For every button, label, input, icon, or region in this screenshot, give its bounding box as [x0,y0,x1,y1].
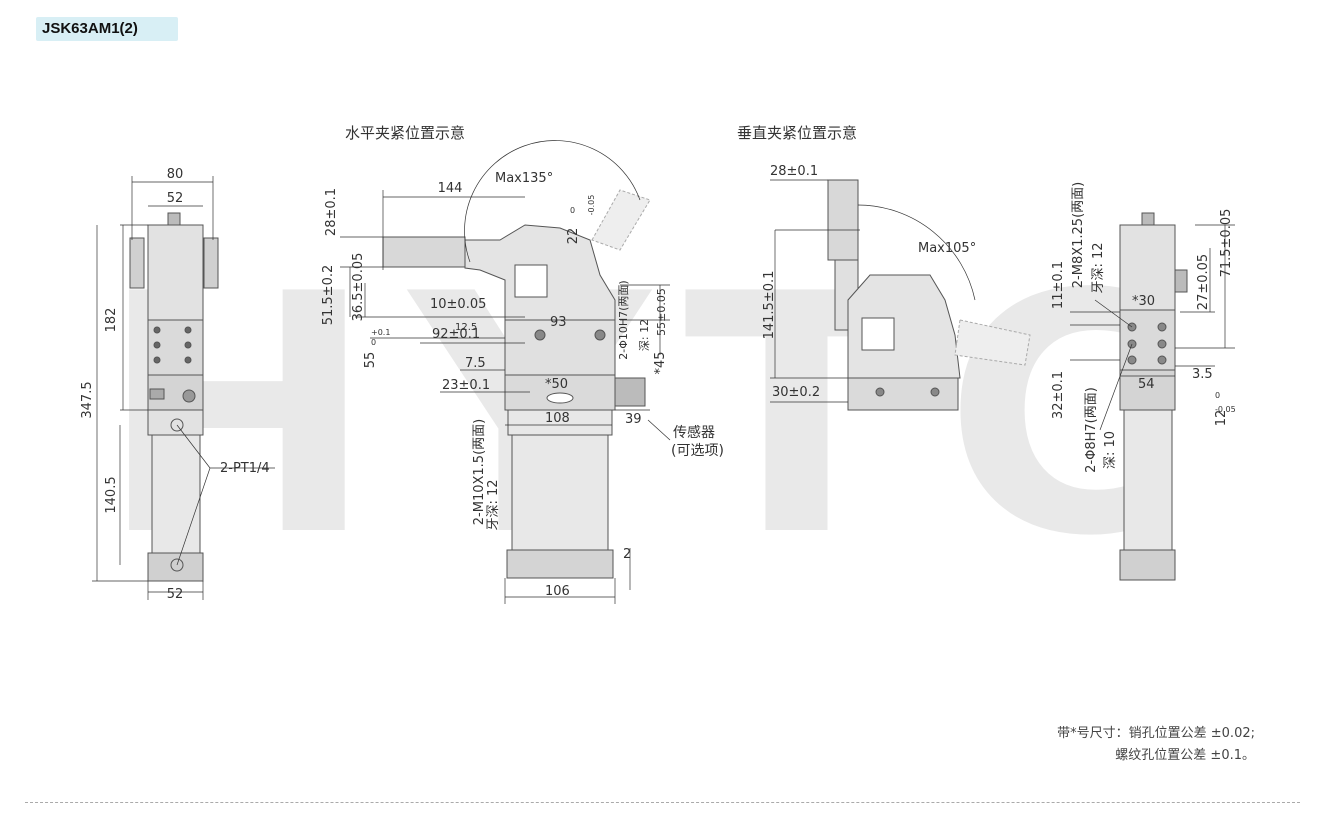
dim-ninety-three: 93 [550,315,567,330]
dim-vertical-base: 30±0.2 [772,385,820,400]
dim-front-eleven: 11±0.1 [1051,261,1066,309]
dim-vertical-angle: Max105° [918,241,976,256]
side-view [129,212,219,582]
dim-arm-length: 144 [438,181,463,196]
dim-pivot-height: 51.5±0.2 [321,265,336,326]
dim-front-pin-hole: 2-Φ8H7(两面) [1084,387,1099,473]
vertical-view-title: 垂直夹紧位置示意 [737,124,857,142]
dim-side-upper: 182 [104,308,119,333]
dim-front-pin-depth: 深: 10 [1103,431,1118,469]
dim-side-lower: 140.5 [104,476,119,513]
dim-side-total: 347.5 [80,381,95,418]
sensor-label: 传感器 [673,424,715,441]
dim-base-width: 106 [545,584,570,599]
side-view-dims [92,176,275,600]
dim-body-width: 108 [545,411,570,426]
front-view-dims [1070,224,1235,431]
dim-side-port: 2-PT1/4 [220,461,270,476]
dim-sensor-offset: 39 [625,412,642,427]
dim-front-thirty: *30 [1132,294,1155,309]
dim-front-27: 27±0.05 [1196,254,1211,310]
dim-slot-width: 22 [566,228,581,245]
horizontal-view [382,189,651,579]
dim-base-gap: 2 [623,547,631,562]
dim-slot-tol-upper: 0 [570,206,575,215]
dim-front-32: 32±0.1 [1051,371,1066,419]
dim-pin-hole-spec: 2-Φ10H7(两面) [617,280,630,359]
model-tag: JSK63AM1(2) [36,17,178,41]
dim-arm-height: 28±0.1 [324,188,339,236]
dim-pin-hole-depth: 深: 12 [638,319,651,351]
dim-ten: 10±0.05 [430,297,486,312]
horizontal-view-dims [340,140,671,604]
dim-vertical-arm: 28±0.1 [770,164,818,179]
vertical-view [827,179,1031,411]
dim-twenty-three: 23±0.1 [442,378,490,393]
dim-front-12-tol-upper: 0 [1215,391,1220,400]
dim-side-base: 52 [167,587,184,602]
dim-front-54: 54 [1138,377,1155,392]
dim-thread-depth: 牙深: 12 [486,479,501,530]
horizontal-view-title: 水平夹紧位置示意 [345,124,465,142]
dim-pin-spacing: *50 [545,377,568,392]
dim-slot-tol-lower: -0.05 [587,195,596,216]
watermark-text: HYTC [99,224,1221,608]
tolerance-note-pin: 带*号尺寸：销孔位置公差 ±0.02; [1057,726,1255,741]
dim-55-tol-upper: +0.1 [371,328,390,337]
front-view [1119,212,1188,581]
dim-thread-spec: 2-M10X1.5(两面) [472,419,487,525]
dim-side-inner: 52 [167,191,184,206]
dim-ninety-two: 92±0.1 [432,327,480,342]
sensor-note: (可选项) [671,443,724,459]
tolerance-note-thread: 螺纹孔位置公差 ±0.1。 [1115,748,1255,763]
dim-front-thread: 2-M8X1.25(两面) [1071,182,1086,288]
dim-front-three-five: 3.5 [1192,367,1213,382]
dim-front-71: 71.5±0.05 [1219,209,1234,278]
dim-twelve-five: 12.5 [455,322,477,333]
dim-swing-angle: Max135° [495,171,553,186]
dim-pivot-offset: 36.5±0.05 [351,253,366,322]
footer-divider [25,802,1300,803]
dim-front-12: 12 [1214,410,1229,427]
dim-fifty-five: 55 [363,352,378,369]
dim-vertical-height: 141.5±0.1 [762,271,777,340]
dim-55-tol-lower: 0 [371,338,376,347]
dim-side-width: 80 [167,167,184,182]
dim-seven-five: 7.5 [465,356,486,371]
dim-front-12-tol-lower: -0.05 [1215,405,1236,414]
dim-pin-spacing-vertical: *45 [653,351,668,374]
vertical-view-dims [770,179,976,403]
dim-pin-height: 55±0.05 [655,288,668,336]
dim-front-thread-depth: 牙深: 12 [1091,242,1106,293]
